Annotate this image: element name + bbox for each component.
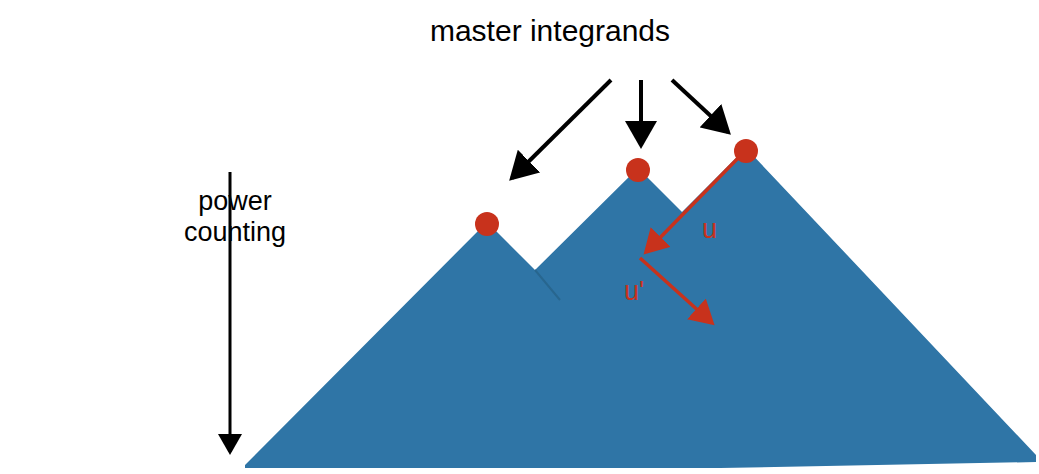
ridge-shade (535, 270, 560, 300)
vector-label: u' (624, 276, 658, 307)
axis-label: power counting (175, 186, 295, 248)
vector-label: u (702, 214, 732, 245)
direction-arrow (646, 150, 746, 252)
direction-arrow (640, 258, 712, 323)
pointer-arrow (512, 80, 611, 178)
peak-dot (734, 139, 758, 163)
pointer-arrow (672, 80, 728, 132)
heading-label: master integrands (380, 14, 720, 49)
pointer-arrow (639, 80, 643, 145)
peak-dot (626, 158, 650, 182)
mountain-range (245, 148, 1036, 468)
peak-dot (475, 212, 499, 236)
